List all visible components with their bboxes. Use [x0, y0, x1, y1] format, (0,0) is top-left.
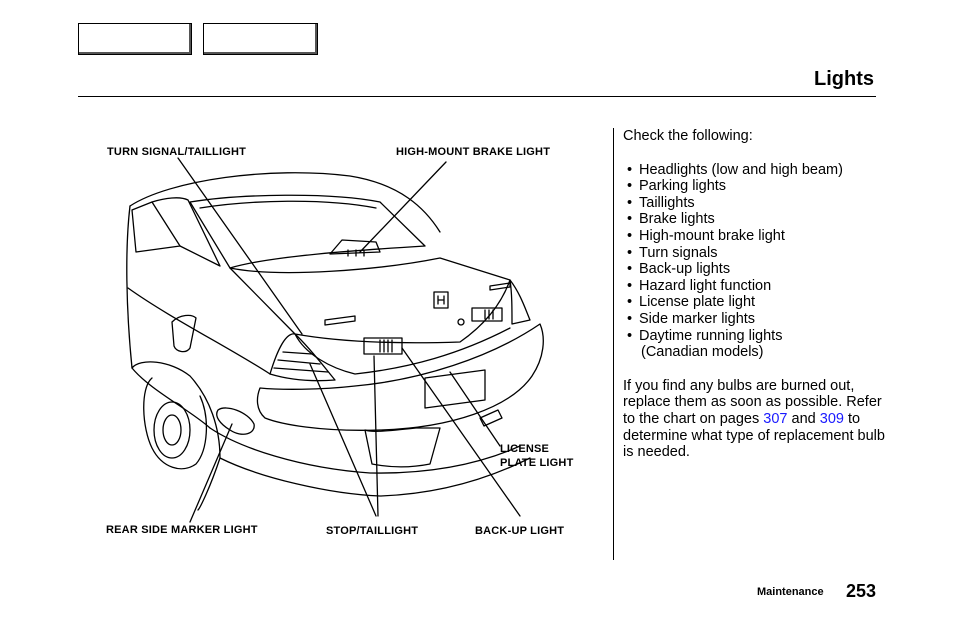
callout-turn-signal	[177, 157, 303, 335]
fuel-door	[171, 314, 197, 353]
list-item: Side marker lights	[623, 311, 885, 328]
list-item: Back-up lights	[623, 261, 885, 278]
callout-license	[449, 371, 501, 447]
list-item-note: (Canadian models)	[641, 344, 764, 361]
paragraph-text-c: to determine what type of replacement bu…	[623, 410, 885, 461]
high-mount-brake-light	[329, 239, 381, 255]
page-title: Lights	[814, 68, 874, 90]
label-license-plate-line1: LICENSE	[500, 443, 550, 455]
page-link-309[interactable]: 309	[819, 410, 844, 427]
callout-stop-right	[373, 355, 379, 517]
side-marker-light	[216, 407, 255, 435]
left-taillight	[269, 333, 336, 382]
column-divider	[613, 128, 614, 560]
intro-text: Check the following:	[623, 128, 753, 144]
page-number: 253	[846, 581, 877, 601]
license-light-left	[363, 337, 403, 355]
label-turn-signal: TURN SIGNAL/TAILLIGHT	[107, 146, 247, 158]
rear-window	[189, 194, 426, 269]
license-plate-recess	[364, 427, 441, 468]
paragraph-text-a: If you find any bulbs are burned out, re…	[623, 377, 882, 427]
emblem	[433, 291, 449, 309]
license-light-right	[471, 307, 503, 322]
callout-high-mount	[359, 161, 447, 253]
light-checklist: Headlights (low and high beam) Parking l…	[623, 162, 885, 361]
next-page-button[interactable]	[203, 23, 318, 55]
list-item: Turn signals	[623, 245, 885, 262]
list-item: License plate light	[623, 294, 885, 311]
paragraph-text-b: and	[791, 410, 816, 427]
list-item: Taillights	[623, 195, 885, 212]
rear-bumper	[256, 323, 544, 431]
title-divider	[78, 96, 876, 97]
body-text: Check the following: Headlights (low and…	[623, 128, 885, 461]
list-item: Daytime running lights	[623, 328, 885, 345]
callout-side-marker	[189, 423, 233, 523]
list-item: Brake lights	[623, 211, 885, 228]
label-rear-side-marker: REAR SIDE MARKER LIGHT	[106, 524, 258, 536]
footer-section-label: Maintenance	[757, 586, 824, 598]
page-link-307[interactable]: 307	[763, 410, 788, 427]
car-rear-illustration	[126, 157, 544, 523]
label-stop-taillight: STOP/TAILLIGHT	[326, 525, 419, 537]
list-item: Parking lights	[623, 178, 885, 195]
label-license-plate-line2: PLATE LIGHT	[500, 457, 574, 469]
list-item: High-mount brake light	[623, 228, 885, 245]
list-item: Hazard light function	[623, 278, 885, 295]
car-roof	[129, 172, 441, 233]
trunk-lid	[229, 257, 511, 344]
callout-stop-left	[309, 363, 377, 517]
callout-backup	[401, 347, 521, 517]
label-backup-light: BACK-UP LIGHT	[475, 525, 565, 537]
list-item: Headlights (low and high beam)	[623, 162, 885, 179]
prev-page-button[interactable]	[78, 23, 192, 55]
label-high-mount-brake-light: HIGH-MOUNT BRAKE LIGHT	[396, 146, 551, 158]
bulb-paragraph: If you find any bulbs are burned out, re…	[623, 378, 885, 461]
right-taillight	[509, 279, 531, 325]
rear-wheel	[143, 377, 208, 470]
